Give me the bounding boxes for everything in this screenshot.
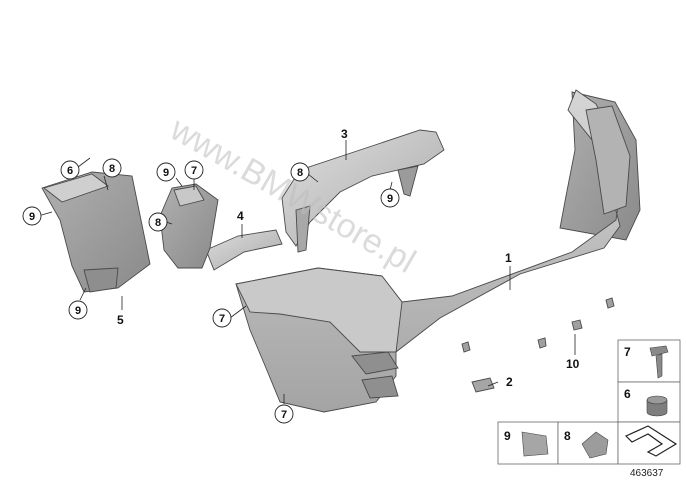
circled-callout-9-c: 9 — [156, 162, 176, 182]
circled-callout-7-c: 7 — [184, 160, 204, 180]
svg-text:8: 8 — [109, 163, 115, 175]
svg-text:6: 6 — [67, 165, 73, 177]
clip-rivets — [461, 297, 615, 353]
small-cover — [471, 377, 495, 393]
legend-box-6: 6 — [617, 381, 681, 423]
flange-nut-icon — [581, 431, 609, 459]
callout-10: 10 — [566, 357, 580, 371]
circled-callout-7-a: 7 — [212, 308, 232, 328]
leader-lines — [37, 140, 576, 404]
callout-5: 5 — [117, 313, 124, 327]
legend-box-8: 8 — [557, 421, 619, 465]
svg-text:9: 9 — [504, 429, 511, 443]
screw-icon — [649, 345, 669, 379]
rear-bumper-panel — [235, 89, 641, 413]
svg-text:7: 7 — [191, 165, 197, 177]
svg-text:8: 8 — [155, 217, 161, 229]
svg-text:6: 6 — [624, 387, 631, 401]
svg-text:9: 9 — [29, 211, 35, 223]
side-bracket-mid — [159, 183, 219, 269]
carrier-bracket — [281, 129, 445, 253]
svg-text:7: 7 — [281, 409, 287, 421]
callout-2: 2 — [506, 375, 513, 389]
legend-box-9: 9 — [497, 421, 559, 465]
legend-box-arrow — [617, 421, 681, 465]
left-bracket — [41, 171, 151, 293]
diagram-number: 463637 — [630, 468, 664, 479]
circled-callout-9-a: 9 — [22, 206, 42, 226]
svg-text:7: 7 — [624, 345, 631, 359]
circled-callout-8-c: 8 — [290, 162, 310, 182]
svg-text:9: 9 — [163, 167, 169, 179]
circled-callout-9-b: 9 — [68, 300, 88, 320]
svg-text:9: 9 — [75, 305, 81, 317]
circled-callout-6: 6 — [60, 160, 80, 180]
circled-callout-8-a: 8 — [102, 158, 122, 178]
circled-callout-9-d: 9 — [380, 188, 400, 208]
arrow-icon — [624, 425, 678, 457]
svg-text:9: 9 — [387, 193, 393, 205]
callout-4: 4 — [237, 209, 244, 223]
circled-callout-8-b: 8 — [148, 212, 168, 232]
trim-strip — [205, 229, 283, 271]
svg-text:8: 8 — [564, 429, 571, 443]
circled-callout-7-b: 7 — [274, 404, 294, 424]
callout-1: 1 — [505, 251, 512, 265]
svg-text:8: 8 — [297, 167, 303, 179]
legend-box-7: 7 — [617, 339, 681, 383]
svg-text:7: 7 — [219, 313, 225, 325]
callout-3: 3 — [341, 127, 348, 141]
clip-nut-icon — [521, 431, 549, 457]
